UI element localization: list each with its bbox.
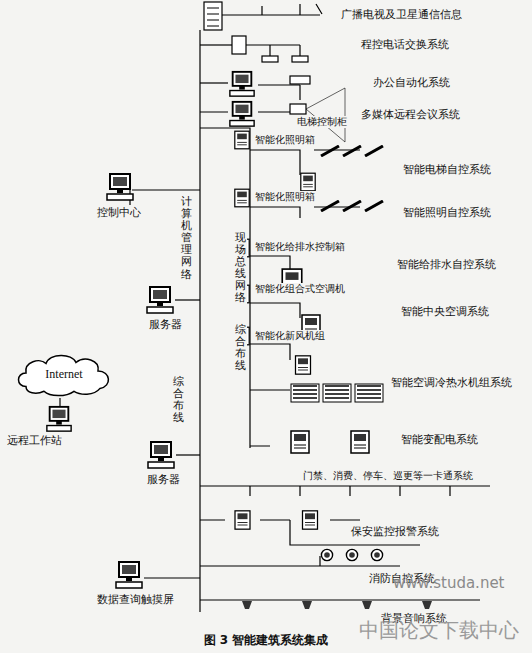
system-label: 智能化组合式空调机 <box>254 283 346 295</box>
watermark: 中国论文下载中心 <box>358 618 520 642</box>
network-label: 计算机管理网络 <box>180 196 193 281</box>
system-label: 服务器 <box>148 318 183 331</box>
system-label: 智能给排水自控系统 <box>396 258 497 271</box>
system-label: 远程工作站 <box>6 434 63 447</box>
system-label: 智能化给排水控制箱 <box>254 241 346 253</box>
system-label: 广播电视及卫星通信信息 <box>340 8 463 21</box>
figure-caption: 图 3 智能建筑系统集成 <box>203 633 330 647</box>
system-label: 办公自动化系统 <box>372 76 451 89</box>
system-label: 智能中央空调系统 <box>400 305 490 318</box>
network-label: 综合布线 <box>172 376 185 424</box>
system-label: 程控电话交换系统 <box>360 38 450 51</box>
system-label: 智能化照明箱 <box>254 134 316 146</box>
system-label: 服务器 <box>146 473 181 486</box>
system-label: 多媒体远程会议系统 <box>360 108 461 121</box>
system-label: 电梯控制柜 <box>296 116 348 128</box>
system-label: 门禁、消费、停车、巡更等一卡通系统 <box>302 470 474 482</box>
system-label: 控制中心 <box>96 206 142 219</box>
system-label: 智能化新风机组 <box>254 330 326 342</box>
system-label: 保安监控报警系统 <box>350 525 440 538</box>
cloud-node: Internet <box>14 350 114 398</box>
system-label: 智能电梯自控系统 <box>402 163 492 176</box>
system-label: 数据查询触摸屏 <box>96 593 175 606</box>
system-label: 智能变配电系统 <box>400 433 479 446</box>
network-label: 现场总线网络 <box>234 232 247 305</box>
system-label: 智能照明自控系统 <box>402 206 492 219</box>
network-label: 综合布线 <box>234 324 247 372</box>
system-label: 智能空调冷热水机组系统 <box>390 376 513 389</box>
node-text: Internet <box>45 367 82 382</box>
system-label: 智能化照明箱 <box>254 191 316 203</box>
watermark: www.studa.net <box>392 574 506 592</box>
